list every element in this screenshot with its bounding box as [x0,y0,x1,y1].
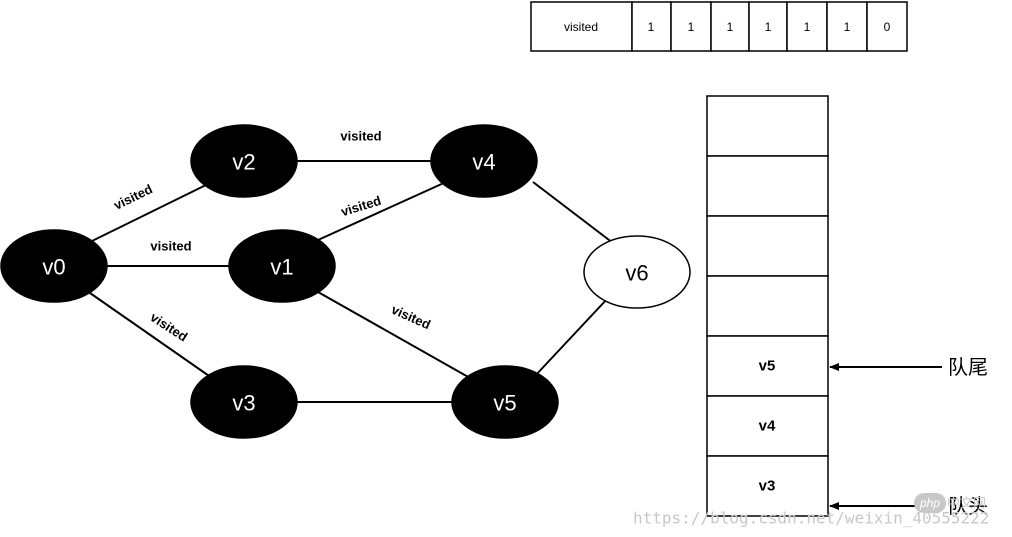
edge-v1-v5 [317,291,471,379]
node-v6-shape [583,235,691,309]
queue-cell-4 [706,335,829,397]
node-v1: v1 [228,229,336,303]
queue-tail-pointer: 队尾 [829,355,988,379]
visited-array-label-cell [530,1,633,52]
node-v3-shape [190,365,298,439]
edge-label-v1-v5: visited [389,302,433,332]
watermark-badge-suffix: 中文网 [947,496,986,511]
node-v3-label: v3 [232,391,255,416]
queue: v5 v4 v3 [706,95,829,517]
queue-cell-4-value: v5 [759,358,776,375]
graph-nodes: v0 v2 v1 v3 v4 v5 v6 [0,124,691,439]
queue-head-pointer: 队头 [829,494,988,518]
graph-edges [89,160,614,403]
node-v1-shape [228,229,336,303]
queue-cell-3 [706,275,829,337]
queue-head-label: 队头 [948,494,988,518]
visited-cell-0 [631,1,672,52]
node-v3: v3 [190,365,298,439]
edge-v0-v3 [89,292,213,379]
visited-value-3: 1 [765,20,772,34]
visited-value-4: 1 [804,20,811,34]
edge-v5-v6 [533,297,609,378]
visited-array-label: visited [564,20,598,34]
visited-cell-4 [786,1,828,52]
visited-value-6: 0 [884,20,891,34]
node-v0-label: v0 [42,255,65,280]
node-v1-label: v1 [270,255,293,280]
node-v0: v0 [0,229,108,303]
visited-cell-5 [826,1,868,52]
node-v4-shape [430,124,538,198]
visited-value-2: 1 [727,20,734,34]
node-v2: v2 [190,124,298,198]
queue-cell-6-value: v3 [759,478,776,495]
visited-value-5: 1 [844,20,851,34]
node-v6-label: v6 [625,261,648,286]
edge-label-v0-v1: visited [150,239,191,254]
node-v4: v4 [430,124,538,198]
edge-v0-v2 [91,183,209,242]
visited-value-0: 1 [648,20,655,34]
queue-tail-label: 队尾 [948,355,988,379]
queue-cell-5 [706,395,829,457]
visited-cell-6 [866,1,908,52]
node-v2-label: v2 [232,150,255,175]
queue-cell-2 [706,215,829,277]
visited-array: visited 1 1 1 1 1 1 0 [530,1,908,52]
node-v0-shape [0,229,108,303]
queue-cell-0 [706,95,829,157]
queue-cell-1 [706,155,829,217]
edge-label-v2-v4: visited [340,129,381,144]
visited-cell-3 [748,1,788,52]
node-v2-shape [190,124,298,198]
node-v5-shape [451,365,559,439]
edge-label-v0-v2: visited [111,181,155,213]
edge-v4-v6 [532,181,614,244]
queue-cell-6 [706,455,829,517]
edge-label-v0-v3: visited [148,309,191,344]
watermark-badge-shape [914,493,946,513]
node-v5-label: v5 [493,391,516,416]
edge-v1-v4 [317,181,447,241]
node-v4-label: v4 [472,150,495,175]
watermark-badge-text: php [919,496,940,510]
watermark-url: https://blog.csdn.net/weixin_40555222 [633,509,989,528]
visited-cell-1 [670,1,712,52]
visited-value-1: 1 [688,20,695,34]
node-v6: v6 [583,235,691,309]
queue-cell-5-value: v4 [759,418,776,435]
node-v5: v5 [451,365,559,439]
watermark: https://blog.csdn.net/weixin_40555222 ph… [633,493,989,528]
edge-label-v1-v4: visited [339,193,383,219]
